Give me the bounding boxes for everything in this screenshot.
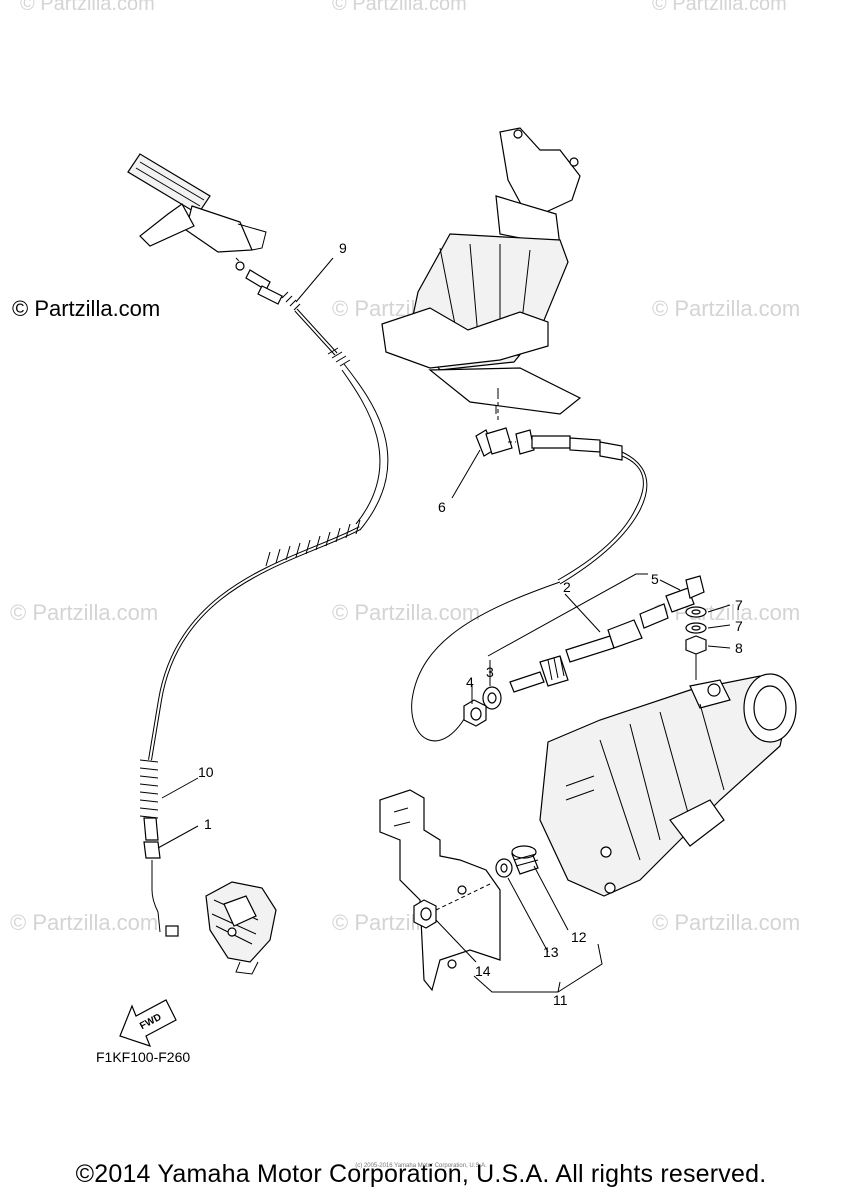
watermark-faint: © Partzilla.com xyxy=(652,910,800,935)
copyright-notice: ©2014 Yamaha Motor Corporation, U.S.A. A… xyxy=(75,1160,767,1188)
callout-7: 7 xyxy=(735,618,743,634)
nut-14 xyxy=(413,883,491,929)
callout-2: 2 xyxy=(563,579,571,595)
callout-3: 3 xyxy=(486,664,494,680)
callout-4: 4 xyxy=(466,674,474,690)
jet-pump-housing xyxy=(381,127,582,420)
callout-8: 8 xyxy=(735,640,743,656)
watermark-faint: © Partzilla.com xyxy=(10,600,158,625)
callout-10: 10 xyxy=(198,764,214,780)
watermark-main: © Partzilla.com xyxy=(12,296,161,321)
washer-13 xyxy=(495,858,513,878)
watermark-faint: © Partzilla.com xyxy=(652,0,787,15)
nut-8 xyxy=(685,635,707,680)
callout-1: 1 xyxy=(204,816,212,832)
tiny-notice: (c) 2005-2016 Yamaha Motor Corporation, … xyxy=(355,1163,487,1169)
watermark-faint: © Partzilla.com xyxy=(20,0,155,15)
throttle-lever-assembly xyxy=(205,881,277,975)
shift-cable xyxy=(411,451,648,742)
watermark-faint: © Partzilla.com xyxy=(332,600,480,625)
throttle-cable xyxy=(139,308,389,937)
grommet-12 xyxy=(511,845,539,875)
callouts: 9 6 2 5 7 7 8 3 4 10 1 12 13 14 11 xyxy=(198,240,743,1008)
fwd-arrow: FWD xyxy=(119,999,177,1047)
watermark-grid: © Partzilla.com © Partzilla.com © Partzi… xyxy=(10,0,800,935)
handlebar-grip xyxy=(127,153,267,253)
watermark-faint: © Partzilla.com xyxy=(652,296,800,321)
callout-13: 13 xyxy=(543,944,559,960)
washer-3 xyxy=(482,686,502,710)
cable-end-2 xyxy=(509,575,705,693)
cable-upper-end xyxy=(235,257,301,311)
callout-14: 14 xyxy=(475,963,491,979)
jet-unit-body xyxy=(539,673,797,897)
mounting-plate xyxy=(379,789,501,992)
callout-6: 6 xyxy=(438,499,446,515)
watermark-faint: © Partzilla.com xyxy=(332,0,467,15)
callout-5: 5 xyxy=(651,571,659,587)
callout-9: 9 xyxy=(339,240,347,256)
cable-joint-6 xyxy=(475,427,623,461)
washer-7b xyxy=(685,622,707,634)
leader-lines xyxy=(157,257,731,993)
callout-7: 7 xyxy=(735,597,743,613)
watermark-faint: © Partzilla.com xyxy=(10,910,158,935)
callout-12: 12 xyxy=(571,929,587,945)
washer-7a xyxy=(685,606,707,618)
diagram-code: F1KF100-F260 xyxy=(96,1049,191,1065)
nut-4 xyxy=(463,699,487,727)
callout-11: 11 xyxy=(553,992,568,1008)
